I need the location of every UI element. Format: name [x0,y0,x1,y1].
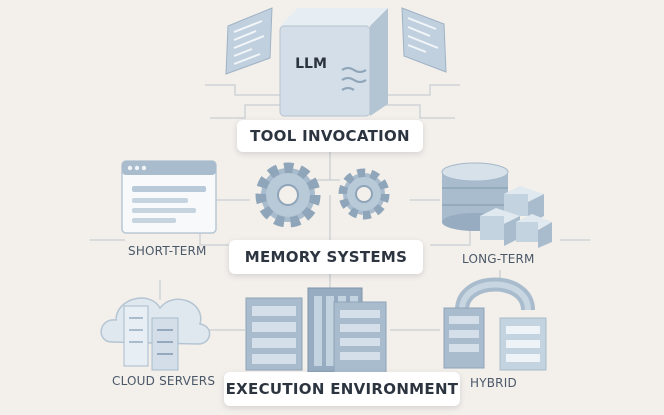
llm-cube-icon [279,8,388,117]
cloud-servers-caption: CLOUD SERVERS [112,374,216,388]
memory-systems-label: MEMORY SYSTEMS [229,240,423,274]
llm-label: LLM [295,56,327,72]
hybrid-server-icon [443,277,547,371]
short-term-caption: SHORT-TERM [128,244,207,258]
code-panel-icon [225,7,273,75]
code-panel-icon [401,7,447,73]
hybrid-caption: HYBRID [470,376,517,390]
execution-environment-label: EXECUTION ENVIRONMENT [224,372,460,406]
tool-invocation-label: TOOL INVOCATION [237,120,423,152]
browser-window-icon [121,160,217,234]
long-term-caption: LONG-TERM [462,252,535,266]
server-rack-icon [245,297,303,371]
server-rack-icon [333,301,387,375]
server-rack-icon [123,305,179,371]
database-icon [441,162,552,248]
gear-icon [338,168,390,220]
gear-icon [255,162,321,228]
